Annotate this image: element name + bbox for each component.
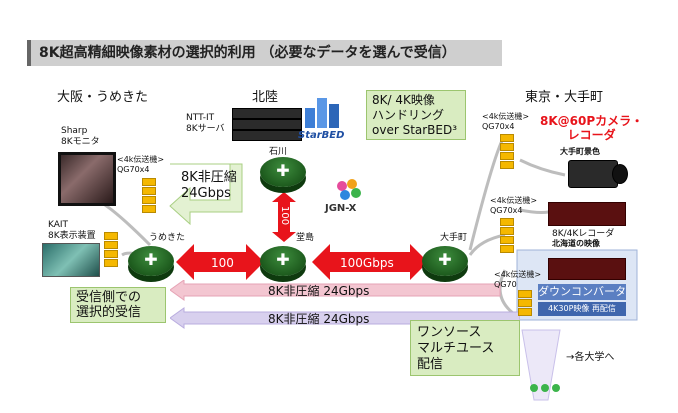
jgnx-logo-text: JGN-X [325, 203, 357, 214]
flow-label-1: 8K非圧縮 24Gbps [268, 284, 370, 298]
camera-lens-image [612, 164, 628, 184]
left-transfer-stack-top [142, 178, 156, 214]
right-transfer-3-line-1: <4k伝送機> [494, 270, 542, 279]
right-transfer-label-2: <4k伝送機> QG70x4 [490, 196, 537, 216]
region-tokyo: 東京・大手町 [525, 90, 604, 105]
starbed-box: 8K/ 4K映像 ハンドリング over StarBED³ [366, 90, 466, 140]
recorder-image [548, 202, 626, 226]
sharp-line-2: 8Kモニタ [61, 137, 100, 147]
server-unit-2 [232, 119, 302, 130]
right-transfer-label-1: <4k伝送機> QG70x4 [482, 112, 529, 132]
flow-label-2: 8K非圧縮 24Gbps [268, 312, 370, 326]
uncompressed-line-1: 8K非圧縮 [181, 170, 237, 185]
jgnx-logo-icon [337, 179, 361, 200]
university-node-2 [541, 384, 549, 392]
kait-label: KAIT 8K表示装置 [48, 220, 96, 242]
router-umekita [128, 246, 174, 276]
one-source-line-2: マルチユース [417, 341, 495, 356]
right-transfer-stack-2 [500, 218, 514, 254]
uncompressed-line-2: 24Gbps [181, 186, 231, 201]
left-transfer-line-2: QG70x4 [117, 165, 150, 174]
router-ishikawa [260, 157, 306, 187]
camera-image [568, 160, 618, 188]
kait-line-2: 8K表示装置 [48, 231, 96, 241]
starbed-box-line-1: 8K/ 4K映像 [372, 93, 435, 107]
camera-subtitle: 大手町景色 [560, 147, 600, 156]
down-arrow-shape [169, 163, 243, 226]
university-node-3 [552, 384, 560, 392]
left-transfer-line-1: <4k伝送機> [117, 155, 165, 164]
ntt-line-1: NTT-IT [186, 113, 215, 123]
camera-title: 8K@60Pカメラ・ レコーダ [540, 114, 643, 142]
universities-label: →各大学へ [566, 352, 615, 363]
university-node-1 [530, 384, 538, 392]
page-title: 8K超高精細映像素材の選択的利用 （必要なデータを選んで受信） [27, 40, 502, 66]
right-transfer-2-line-1: <4k伝送機> [490, 196, 538, 205]
left-transfer-label: <4k伝送機> QG70x4 [117, 155, 164, 175]
one-source-box: ワンソース マルチユース 配信 [410, 320, 520, 376]
receive-box-line-1: 受信側での [76, 290, 142, 305]
ntt-label: NTT-IT 8Kサーバ [186, 113, 225, 135]
right-transfer-stack-1 [500, 134, 514, 170]
right-transfer-1-line-1: <4k伝送機> [482, 112, 530, 121]
downconverter-label: ダウンコンバータ [538, 284, 626, 300]
region-osaka: 大阪・うめきた [57, 90, 149, 105]
kait-line-1: KAIT [48, 220, 69, 230]
starbed-box-line-2: ハンドリング [372, 108, 445, 122]
downconverter-image [548, 258, 626, 280]
vertical-link-label: 100 [279, 206, 290, 226]
receive-box-line-2: 選択的受信 [76, 305, 142, 320]
recorder-title: 8K/4Kレコーダ [552, 229, 615, 239]
camera-title-line-2: レコーダ [567, 128, 616, 142]
sharp-monitor-image [58, 152, 116, 206]
camera-title-line-1: 8K@60Pカメラ・ [540, 114, 644, 128]
kait-display-image [42, 243, 100, 277]
right-link-arrow [312, 244, 428, 280]
right-transfer-1-line-2: QG70x4 [482, 122, 515, 131]
right-transfer-label-3: <4k伝送機> QG70 [494, 270, 541, 290]
right-link-label: 100Gbps [340, 256, 394, 270]
router-dojima [260, 246, 306, 276]
ntt-line-2: 8Kサーバ [186, 124, 225, 134]
right-transfer-2-line-2: QG70x4 [490, 206, 523, 215]
right-transfer-stack-3 [518, 290, 532, 317]
right-transfer-3-line-2: QG70 [494, 280, 517, 289]
recorder-subtitle: 北海道の映像 [552, 239, 600, 248]
region-hokuriku: 北陸 [252, 90, 279, 105]
receive-box: 受信側での 選択的受信 [70, 287, 166, 323]
starbed-logo-icon [305, 98, 339, 128]
one-source-line-3: 配信 [417, 357, 444, 372]
one-source-line-1: ワンソース [417, 325, 482, 340]
node-label-umekita: うめきた [149, 233, 186, 243]
server-unit-1 [232, 108, 302, 119]
router-otemachi [422, 246, 468, 276]
sharp-line-1: Sharp [61, 126, 88, 136]
ishikawa-label: 石川 [269, 147, 288, 157]
left-link-arrow [176, 244, 264, 280]
vertical-link-arrow [272, 192, 296, 242]
uncompressed-label: 8K非圧縮 24Gbps [181, 170, 237, 202]
server-unit-3 [232, 130, 302, 141]
left-transfer-stack-bottom [104, 232, 118, 268]
node-label-dojima: 堂島 [296, 233, 315, 243]
sharp-label: Sharp 8Kモニタ [61, 126, 100, 148]
starbed-box-line-3: over StarBED³ [372, 123, 458, 137]
node-label-otemachi: 大手町 [440, 233, 468, 243]
left-link-label: 100 [211, 256, 234, 270]
downconverter-sublabel: 4K30P映像 再配信 [538, 302, 626, 316]
starbed-logo-text: StarBED [298, 130, 345, 141]
